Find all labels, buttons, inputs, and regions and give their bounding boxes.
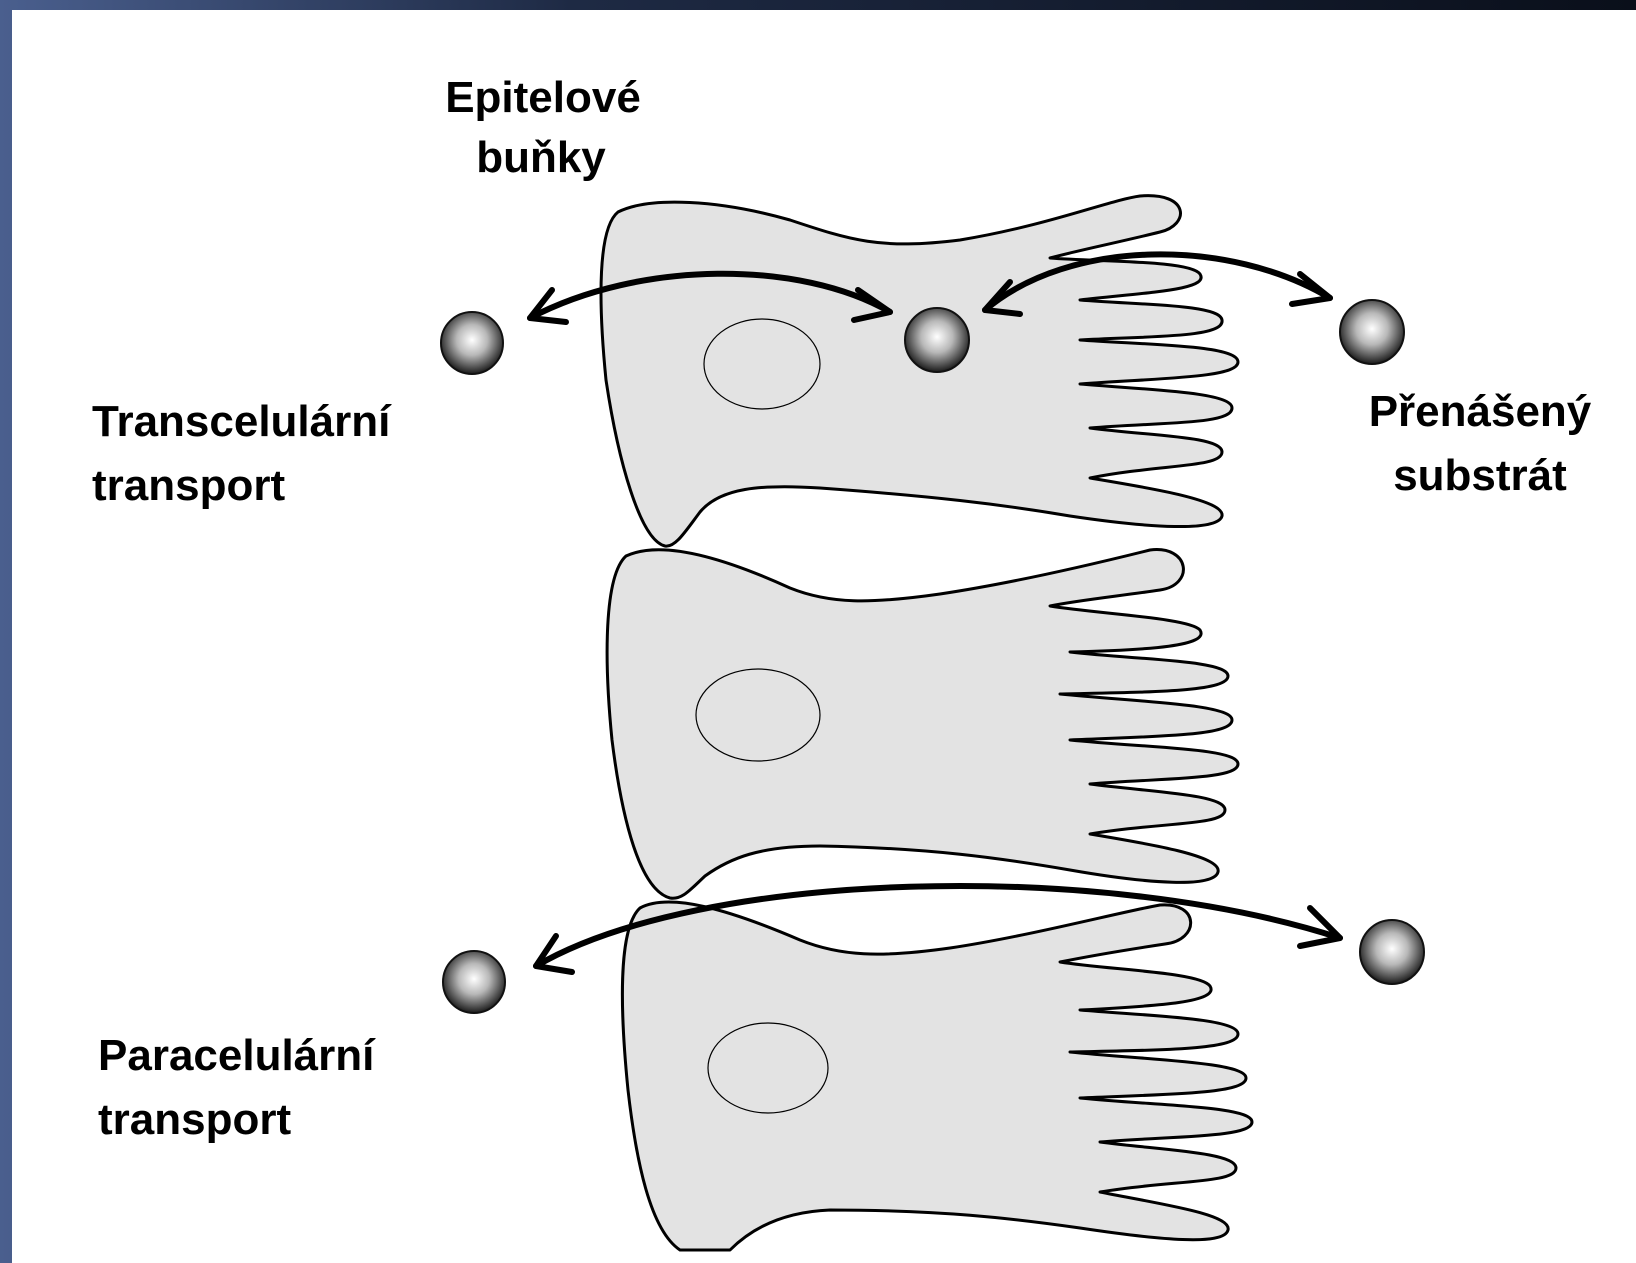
label-epithelial-cells-line1: Epitelové bbox=[445, 73, 641, 122]
label-paracellular-line1: Paracelulární bbox=[98, 1031, 376, 1080]
label-substrate-line1: Přenášený bbox=[1369, 387, 1592, 436]
epithelial-cell-bottom bbox=[622, 902, 1252, 1250]
substrate-ball-transcellular-left bbox=[441, 312, 503, 374]
label-transcellular-line2: transport bbox=[92, 461, 285, 510]
epithelial-cell-middle bbox=[607, 550, 1238, 899]
substrate-ball-paracellular-right bbox=[1360, 920, 1424, 984]
substrate-ball-in-cell bbox=[905, 308, 969, 372]
label-substrate-line2: substrát bbox=[1393, 451, 1567, 500]
substrate-ball-paracellular-left bbox=[443, 951, 505, 1013]
epithelial-cell-top bbox=[601, 196, 1238, 547]
label-epithelial-cells-line2: buňky bbox=[476, 133, 606, 182]
substrate-ball-transcellular-right bbox=[1340, 300, 1404, 364]
label-transcellular-line1: Transcelulární bbox=[92, 397, 392, 446]
label-paracellular-line2: transport bbox=[98, 1095, 291, 1144]
